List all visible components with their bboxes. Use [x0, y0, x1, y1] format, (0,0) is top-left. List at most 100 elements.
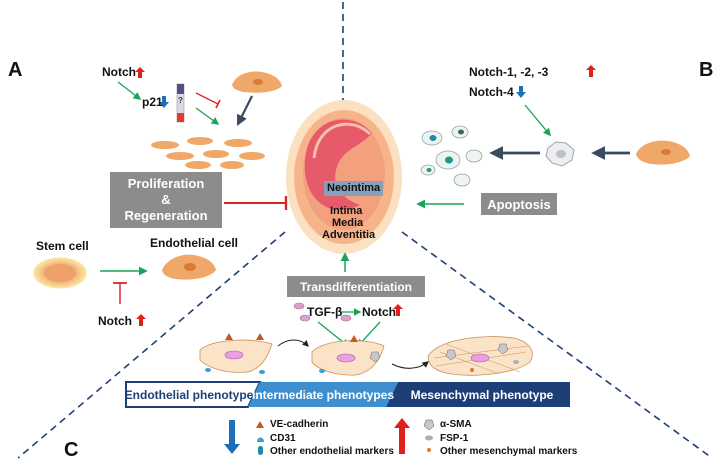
- phenotype-bar-mesenchymal: [386, 382, 570, 407]
- tgf-molecule: [293, 302, 305, 310]
- transdifferentiation-box: Transdifferentiation: [287, 276, 425, 297]
- stem-cell-nucleus: [44, 264, 76, 282]
- ve-cadherin-marker: [225, 333, 233, 340]
- healthy-cell-nucleus: [661, 149, 671, 155]
- intermediate-phenotype-nucleus: [336, 353, 356, 363]
- prolif-cell: [151, 141, 179, 149]
- arrow-p21-to-proliferation: [195, 107, 220, 125]
- notch4-down-arrow: [516, 86, 526, 98]
- notch-c-label: Notch: [362, 305, 396, 319]
- vessel-lumen-edge: [312, 122, 372, 159]
- single-cell-nucleus: [253, 79, 263, 85]
- ve-cadherin-marker: [350, 335, 358, 342]
- neointima-label: Neointima: [324, 181, 384, 196]
- vessel-cross-section: [286, 100, 402, 254]
- prolif-cell: [187, 137, 213, 145]
- shrinking-cell-nucleus: [556, 150, 566, 158]
- legend-ve-cadherin: VE-cadherin: [270, 419, 329, 430]
- cd31-marker: [319, 369, 325, 373]
- proliferating-cell-cluster: [151, 137, 265, 169]
- notch123-up-arrow: [586, 65, 596, 77]
- prolif-cell: [239, 152, 265, 160]
- proliferation-regeneration-box: Proliferation & Regeneration: [110, 172, 222, 228]
- ve-cadherin-marker: [256, 333, 264, 340]
- endothelial-phenotype-label: Endothelial phenotype: [124, 388, 254, 402]
- p21-label: p21: [142, 95, 163, 109]
- endothelial-cell-nucleus: [184, 263, 196, 271]
- legend-other-mesenchymal-icon: [427, 448, 431, 452]
- stem-cell-label: Stem cell: [36, 239, 89, 253]
- apoptotic-body: [453, 173, 471, 187]
- apoptotic-body-core: [458, 129, 464, 135]
- inhibit-p21-to-cell: [195, 92, 219, 105]
- prolif-cell: [166, 152, 194, 160]
- notch-up-arrow: [135, 67, 145, 78]
- intima-label: Intima: [330, 205, 363, 217]
- notch-inhibit-up-arrow: [136, 314, 146, 326]
- vessel-lumen: [304, 119, 372, 210]
- apoptotic-body-core: [445, 156, 453, 164]
- section-c-graphics: [125, 252, 570, 455]
- notch4-label: Notch-4: [469, 85, 514, 99]
- legend-asma-icon: [423, 419, 435, 431]
- media-label: Media: [332, 217, 364, 229]
- p21-scale-top: [177, 84, 184, 94]
- asma-marker: [445, 349, 457, 361]
- legend-asma: α-SMA: [440, 419, 472, 430]
- legend-other-endothelial: Other endothelial markers: [270, 446, 394, 457]
- fsp1-marker: [513, 360, 519, 364]
- legend-ve-cadherin-icon: [256, 421, 264, 428]
- panel-label-c: C: [64, 439, 79, 461]
- legend-fsp1: FSP-1: [440, 433, 469, 444]
- tgf-molecule: [299, 314, 311, 322]
- legend-cd31: CD31: [270, 433, 296, 444]
- legend-other-endothelial-icon: [258, 446, 263, 455]
- regeneration-line: Regeneration: [124, 208, 208, 224]
- tgf-beta-label: TGF-β: [307, 305, 343, 319]
- cd31-marker: [205, 368, 211, 372]
- section-a-graphics: [33, 67, 288, 326]
- notch-inhibit-label: Notch: [98, 314, 132, 328]
- intermediate-phenotype-label: Intermediate phenotypes: [251, 388, 395, 402]
- arrow-endo-to-intermediate: [277, 339, 309, 347]
- legend-other-mesenchymal: Other mesenchymal markers: [440, 446, 578, 457]
- panel-label-a: A: [8, 59, 23, 81]
- adventitia-label: Adventitia: [322, 229, 376, 241]
- ampersand-line: &: [161, 191, 171, 207]
- prolif-cell: [220, 161, 244, 169]
- legend-fsp1-icon: [425, 435, 433, 441]
- apoptotic-body-core: [429, 135, 437, 141]
- arrow-cell-to-proliferation: [237, 95, 253, 126]
- other-mesenchymal-marker: [470, 368, 474, 372]
- divider-left: [17, 231, 286, 459]
- mesenchymal-phenotype-nucleus: [470, 353, 490, 363]
- endothelial-cell-label: Endothelial cell: [150, 236, 239, 250]
- arrow-notch-to-dying-cell: [524, 104, 551, 137]
- mesenchymal-phenotype-label: Mesenchymal phenotype: [410, 388, 554, 402]
- endothelial-phenotype-nucleus: [224, 350, 244, 360]
- legend-cd31-icon: [257, 437, 264, 442]
- section-b-graphics: [416, 65, 690, 209]
- cd31-marker: [259, 370, 265, 374]
- notch-c-up-arrow: [393, 304, 403, 316]
- p21-scale-bottom: [177, 113, 184, 122]
- arrow-notch-to-p21: [117, 81, 142, 100]
- divider-right: [401, 231, 713, 459]
- proliferation-line: Proliferation: [127, 175, 205, 191]
- panel-label-b: B: [699, 59, 714, 81]
- apoptotic-bodies: [420, 125, 483, 187]
- p21-question-mark: ?: [178, 96, 183, 105]
- inhibit-p21-bar: [215, 99, 221, 109]
- asma-marker: [369, 351, 381, 363]
- tgf-beta-molecules: [293, 302, 352, 322]
- notch123-label: Notch-1, -2, -3: [469, 65, 549, 79]
- apoptotic-body: [465, 149, 483, 163]
- prolif-cell: [185, 161, 211, 169]
- arrow-intermediate-to-mesenchymal: [391, 361, 430, 369]
- prolif-cell: [224, 139, 252, 147]
- section-dividers: [17, 2, 713, 459]
- endothelial-decrease-arrow: [224, 420, 240, 454]
- asma-marker: [497, 343, 509, 355]
